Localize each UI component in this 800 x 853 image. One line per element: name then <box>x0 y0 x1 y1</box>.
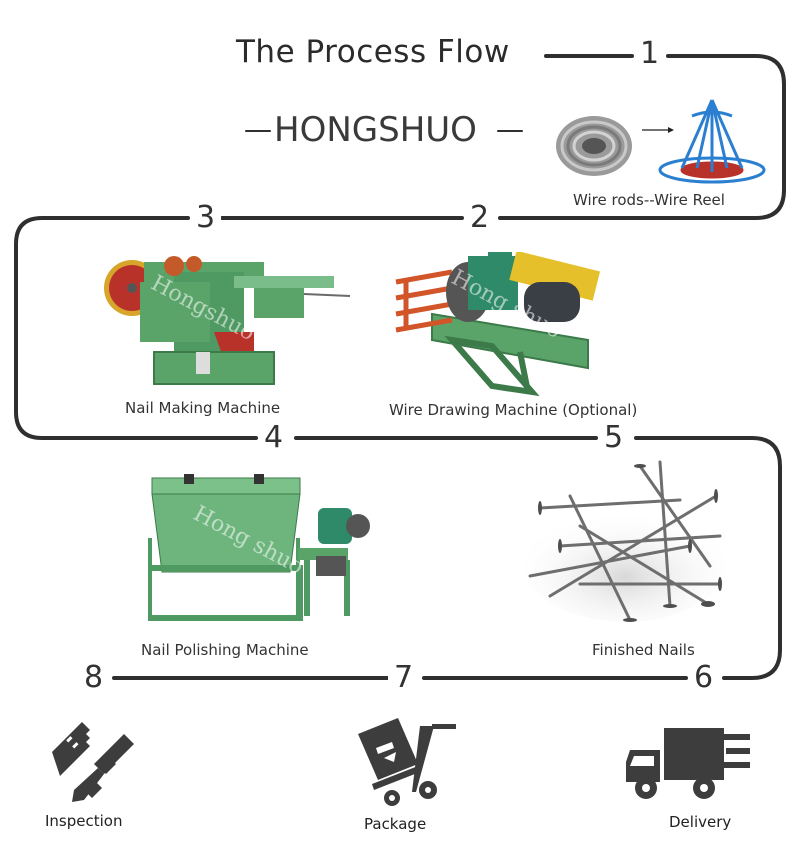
step-number-4: 4 <box>258 422 290 454</box>
page-title: The Process Flow <box>236 34 510 70</box>
step-label-3: Nail Making Machine <box>125 399 281 417</box>
finished-nails-illustration <box>525 460 725 622</box>
wire-coil-icon <box>556 116 632 176</box>
step-label-1: Wire rods--Wire Reel <box>573 191 725 209</box>
step-label-7: Package <box>364 815 427 833</box>
step-number-1: 1 <box>634 38 666 70</box>
delivery-label: Delivery <box>669 813 732 831</box>
step-label-4: Nail Polishing Machine <box>141 641 309 659</box>
wire-reel-illustration <box>556 99 766 184</box>
nail-making-machine-illustration <box>104 256 351 385</box>
wire-reel-icon <box>658 99 766 184</box>
delivery-truck-icon <box>626 728 750 799</box>
wire-drawing-machine-illustration <box>395 252 601 397</box>
pencil-ruler-icon <box>52 722 134 802</box>
nail-polishing-machine-illustration <box>148 474 370 621</box>
step-number-3: 3 <box>190 202 222 234</box>
step-number-7: 7 <box>388 662 420 694</box>
step-label-5: Finished Nails <box>592 641 695 659</box>
arrow-right-icon <box>642 127 674 133</box>
brand-logo: HONGSHUO <box>274 110 477 150</box>
step-number-6: 6 <box>688 662 720 694</box>
step-label-8: Inspection <box>45 812 123 830</box>
step-number-2: 2 <box>464 202 496 234</box>
step-number-8: 8 <box>78 662 110 694</box>
step-label-2: Wire Drawing Machine (Optional) <box>389 401 638 419</box>
package-trolley-icon <box>358 718 456 806</box>
step-number-5: 5 <box>598 422 630 454</box>
